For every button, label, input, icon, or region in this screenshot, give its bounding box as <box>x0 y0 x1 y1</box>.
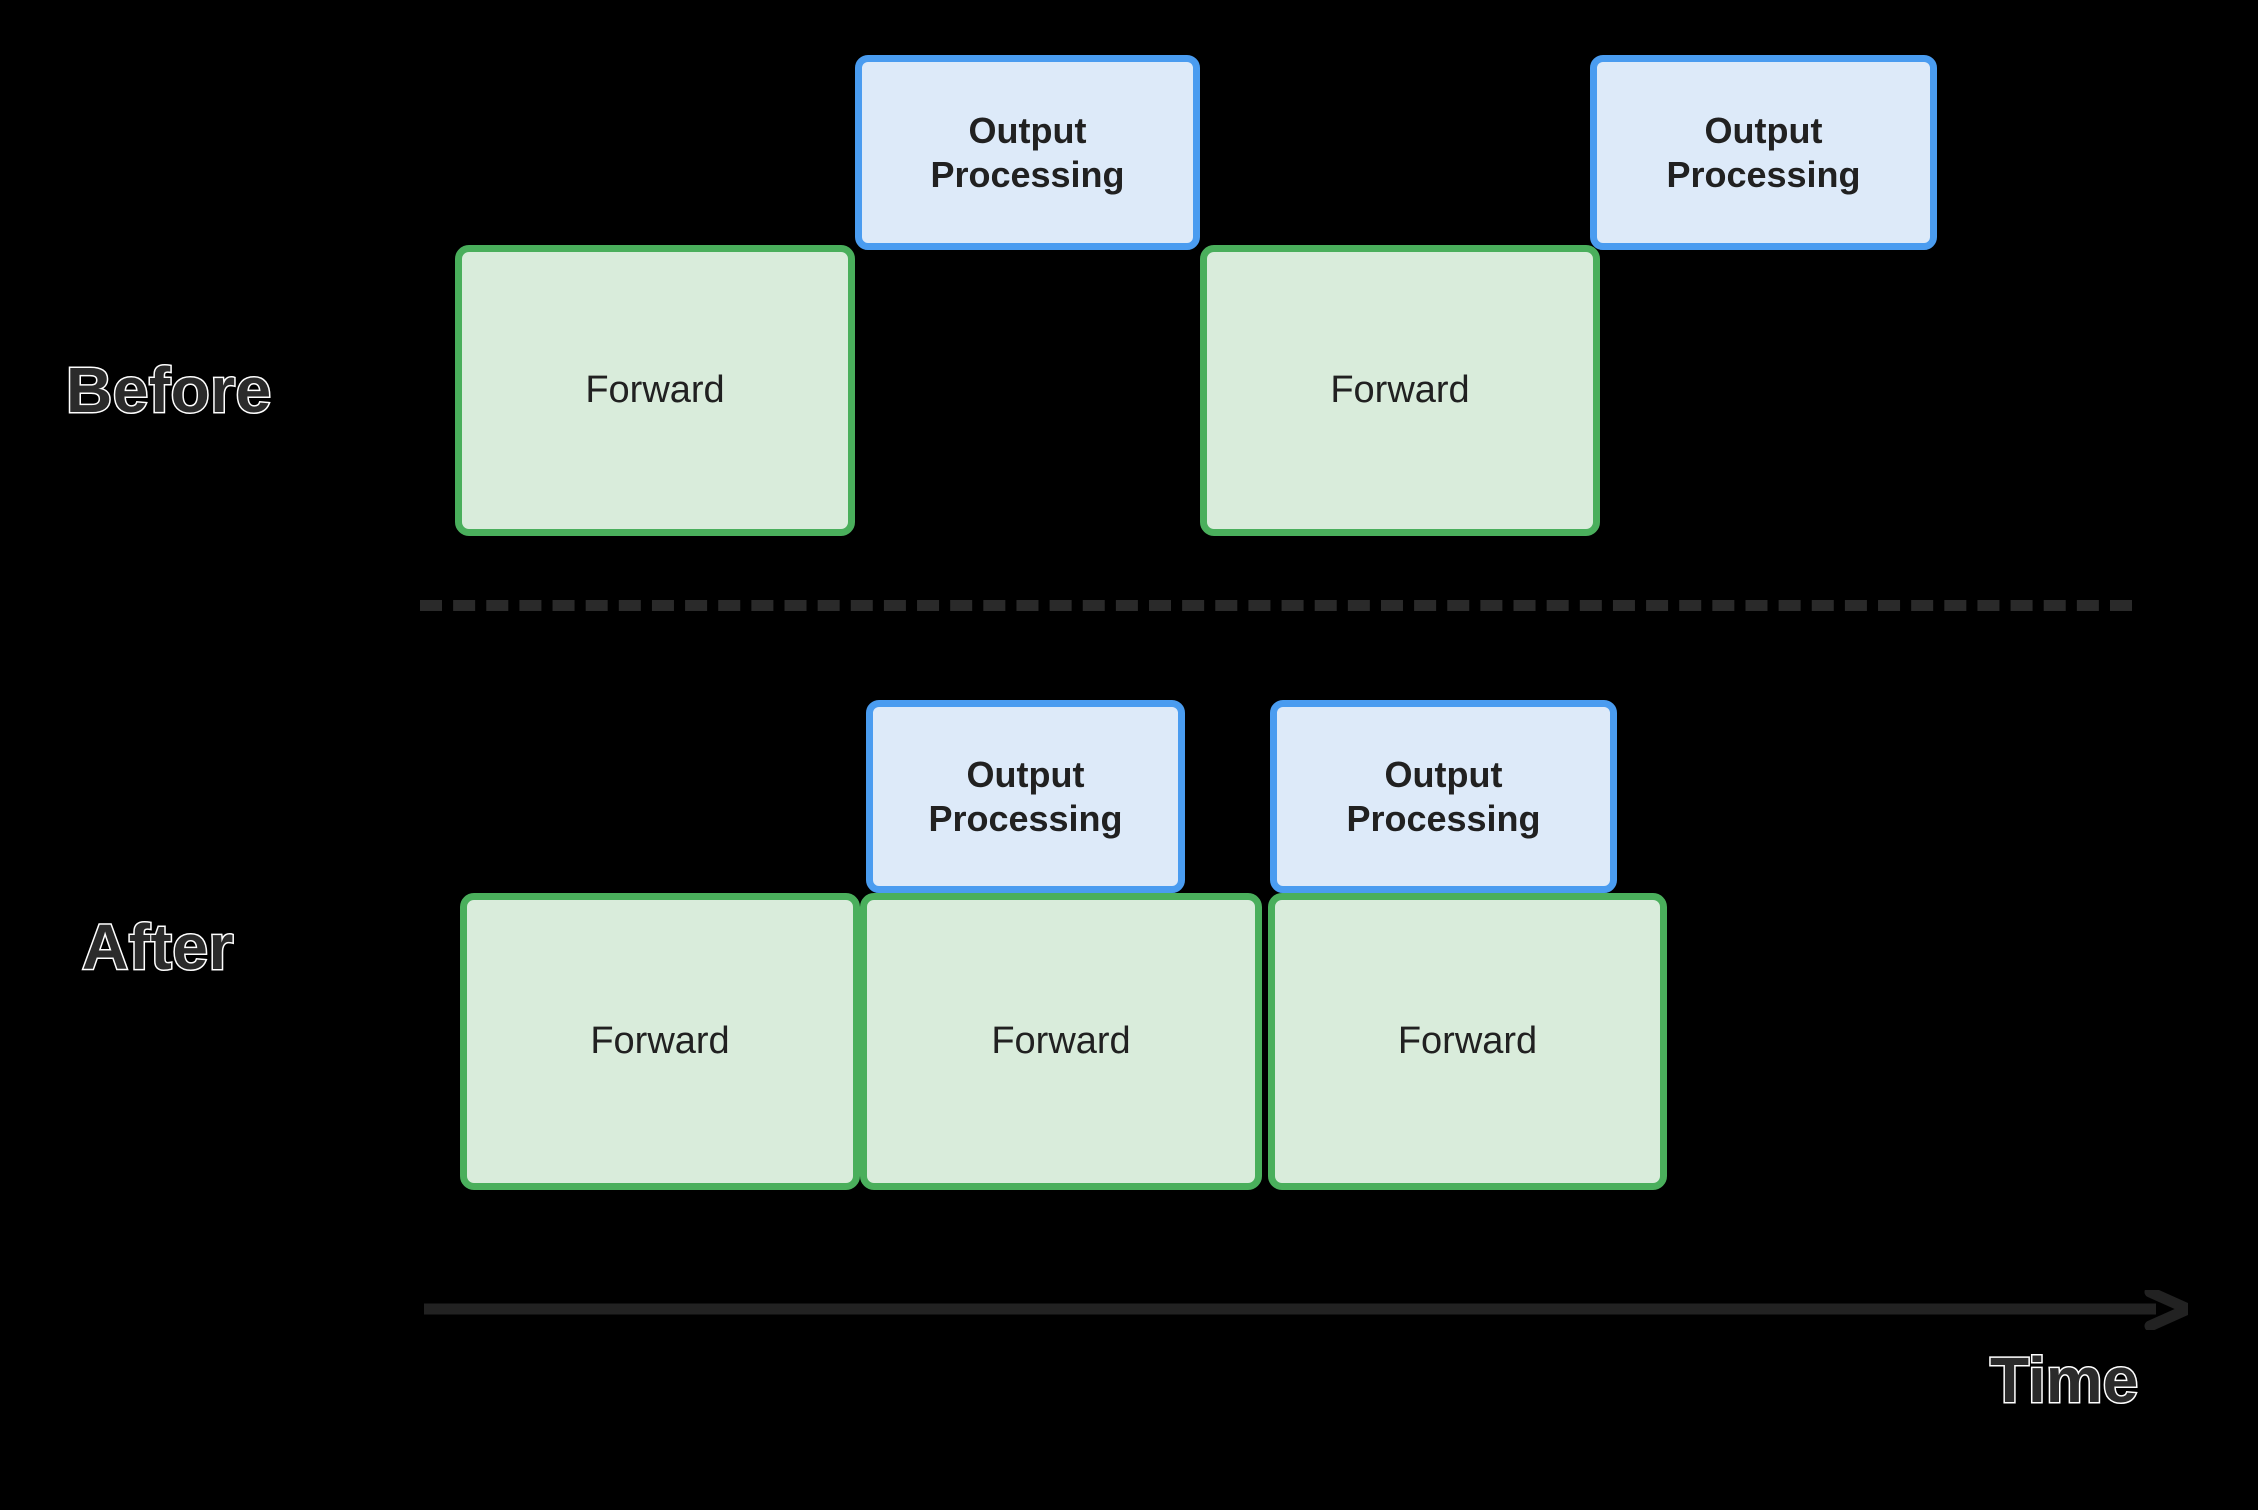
row-label-after: After <box>81 911 235 983</box>
block-label: Output Processing <box>1346 753 1541 839</box>
block-label: Forward <box>590 1020 730 1062</box>
after-forward-block-3[interactable]: Forward <box>1268 893 1667 1190</box>
before-output-processing-block-1[interactable]: Output Processing <box>855 55 1200 250</box>
after-forward-block-2[interactable]: Forward <box>860 893 1262 1190</box>
after-forward-block-1[interactable]: Forward <box>460 893 860 1190</box>
after-output-processing-block-1[interactable]: Output Processing <box>866 700 1185 893</box>
block-label: Output Processing <box>928 753 1123 839</box>
block-label: Forward <box>1397 1020 1538 1062</box>
time-axis-label: Time <box>1988 1344 2139 1416</box>
after-output-processing-block-2[interactable]: Output Processing <box>1270 700 1617 893</box>
before-forward-block-1[interactable]: Forward <box>455 245 855 536</box>
before-forward-block-2[interactable]: Forward <box>1200 245 1600 536</box>
block-label: Output Processing <box>930 109 1125 195</box>
block-label: Forward <box>585 369 725 411</box>
block-label: Forward <box>991 1020 1131 1062</box>
time-axis-arrow <box>424 1290 2188 1330</box>
row-divider <box>420 600 2132 611</box>
before-output-processing-block-2[interactable]: Output Processing <box>1590 55 1937 250</box>
block-label: Output Processing <box>1666 109 1861 195</box>
row-label-before: Before <box>65 354 273 426</box>
block-label: Forward <box>1330 369 1470 411</box>
